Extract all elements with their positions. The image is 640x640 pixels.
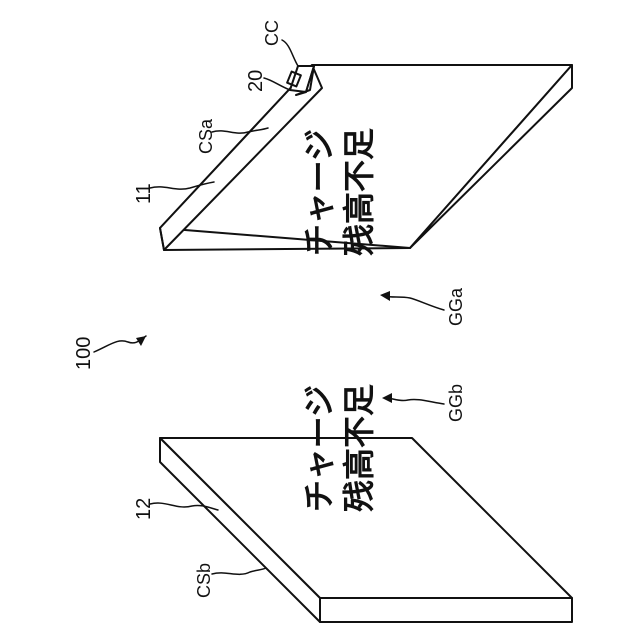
ref-device-a-part: 20: [245, 70, 267, 92]
ref-device-b-screen-arrow: [386, 398, 444, 404]
ref-device-b-side-leader: [212, 568, 266, 574]
connector-icon: [287, 66, 314, 95]
ref-device-a-connector: CC: [262, 20, 282, 46]
ref-device-a-screen: GGa: [446, 287, 466, 326]
ref-device-a-side: CSa: [196, 118, 216, 154]
ref-device-a-part-leader: [264, 78, 290, 90]
device-b-front-face: [320, 598, 572, 622]
ref-device-b-screen: GGb: [446, 384, 466, 422]
ref-device-b-body: 12: [133, 498, 155, 520]
device-b-message-line2: 残高不足: [340, 384, 378, 512]
ref-device-a-screen-arrow: [384, 296, 444, 310]
ref-device-a-body: 11: [133, 183, 155, 204]
device-b-message-line1: チャージ: [300, 385, 338, 512]
ref-device-b-side: CSb: [194, 563, 214, 598]
device-a-message-line1: チャージ: [300, 129, 338, 256]
ref-device-a-connector-leader: [282, 40, 298, 66]
ref-assembly: 100: [73, 337, 95, 370]
device-a-message-line2: 残高不足: [340, 128, 378, 256]
